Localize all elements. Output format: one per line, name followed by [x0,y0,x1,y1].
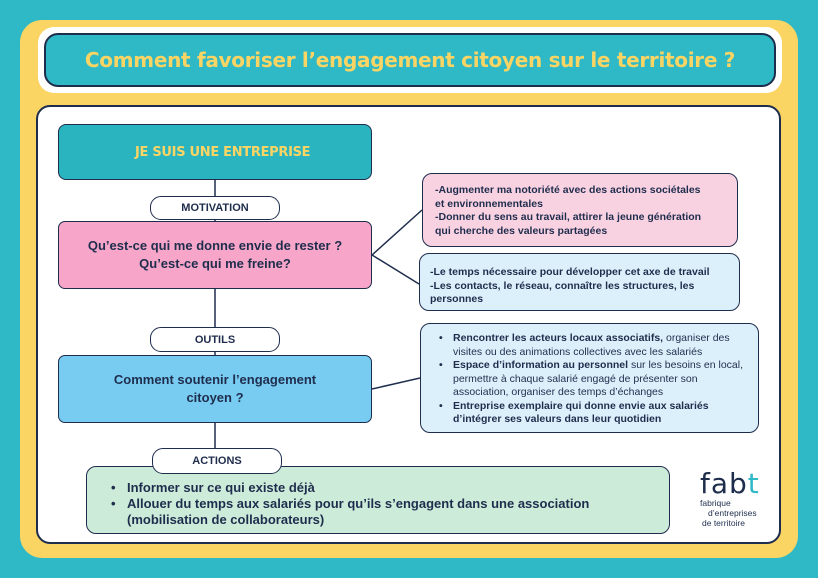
note-motivation-pink: -Augmenter ma notoriété avec des actions… [422,173,738,247]
bullet-bold: Rencontrer les acteurs locaux associatif… [453,332,664,344]
question-outils-box: Comment soutenir l’engagement citoyen ? [58,355,372,423]
question-outils-line1: Comment soutenir l’engagement [113,372,317,387]
connector-motivation-pink [371,209,423,256]
note-outils: Rencontrer les acteurs locaux associatif… [420,323,759,433]
root-entreprise-box: JE SUIS UNE ENTREPRISE [58,124,372,180]
note-pink-line: qui cherche des valeurs partagées [435,224,608,237]
logo-word-right: t [747,467,760,500]
note-pink-line: et environnementales [435,197,543,210]
question-motivation-box: Qu’est-ce qui me donne envie de rester ?… [58,221,372,289]
bullet-bold: Espace d’information au personnel [453,359,629,371]
question-motivation-line2: Qu’est-ce qui me freine? [139,256,291,271]
note-motivation-blue: -Le temps nécessaire pour développer cet… [419,253,740,311]
pill-motivation: MOTIVATION [150,196,280,220]
logo-tagline-line2: d’entreprises [708,508,757,518]
list-item: Espace d’information au personnel sur le… [435,359,750,400]
list-item: Informer sur ce qui existe déjà [109,480,669,496]
pill-outils: OUTILS [150,327,280,352]
pill-actions: ACTIONS [152,448,282,474]
logo-tagline: fabrique d’entreprises de territoire [700,498,778,528]
logo-tagline-line1: fabrique [700,498,731,508]
page-title: Comment favoriser l’engagement citoyen s… [84,48,736,72]
note-blue-line: -Les contacts, le réseau, connaître les … [430,279,695,292]
logo-wordmark: fabt [700,470,778,498]
connector-outils-note [371,377,421,390]
list-item: Entreprise exemplaire qui donne envie au… [435,400,750,427]
connector-motivation-blue [371,254,420,285]
list-item: Allouer du temps aux salariés pour qu’il… [109,496,669,528]
fabt-logo: fabt fabrique d’entreprises de territoir… [700,470,778,534]
list-item: Rencontrer les acteurs locaux associatif… [435,332,750,359]
note-blue-line: -Le temps nécessaire pour développer cet… [430,266,710,278]
note-pink-line: -Donner du sens au travail, attirer la j… [435,211,702,223]
bullet-rest: sur les besoins en local, permettre à ch… [453,359,744,398]
logo-word-left: fab [700,467,748,500]
note-blue-line: personnes [430,293,484,305]
bullet-rest: organiser des visites ou des animations … [453,332,730,358]
question-motivation-line1: Qu’est-ce qui me donne envie de rester ? [87,238,343,253]
title-banner: Comment favoriser l’engagement citoyen s… [44,33,776,87]
question-outils-line2: citoyen ? [186,390,244,405]
logo-tagline-line3: de territoire [702,518,745,528]
note-pink-line: -Augmenter ma notoriété avec des actions… [435,184,701,196]
bullet-bold: Entreprise exemplaire qui donne envie au… [453,399,709,426]
root-label: JE SUIS UNE ENTREPRISE [135,144,311,160]
actions-box: Informer sur ce qui existe déjà Allouer … [86,466,670,534]
